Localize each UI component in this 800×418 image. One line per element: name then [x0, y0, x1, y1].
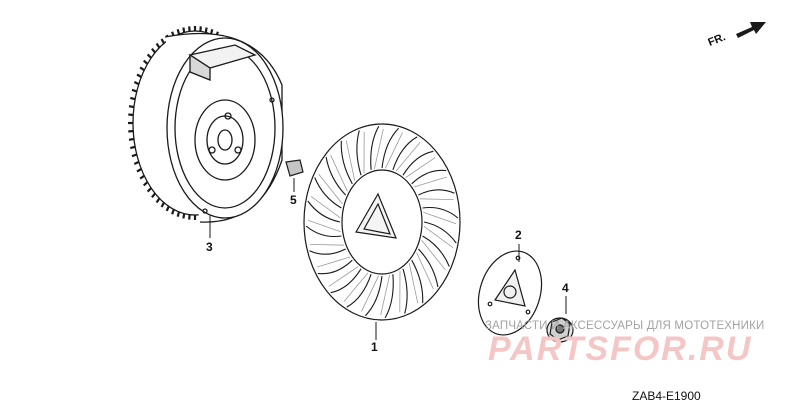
fan-blade-shade [395, 142, 421, 172]
gear-tooth [130, 96, 136, 101]
fan-blade-shade [317, 256, 351, 268]
fan-blade [422, 235, 450, 267]
fan-blade [411, 169, 447, 185]
fan-blade [418, 248, 439, 288]
gear-tooth [128, 105, 135, 109]
fan-blade-shade [310, 244, 345, 246]
gear-tooth [128, 113, 134, 117]
gear-tooth [176, 29, 181, 35]
fan-blade-shade [385, 132, 403, 169]
gear-tooth [146, 187, 152, 193]
gear-tooth [155, 197, 161, 204]
gear-tooth [139, 174, 145, 180]
fan-blade-shade [413, 176, 447, 188]
woodruff-key [285, 159, 304, 192]
gear-tooth [128, 137, 135, 141]
diagram-code: ZAB4-E1900 [632, 389, 701, 403]
fan-blade [340, 140, 353, 185]
gear-tooth [142, 181, 149, 187]
gear-tooth [131, 153, 138, 158]
flange-nut [546, 296, 574, 343]
fan-blade-shade [345, 140, 356, 181]
fan-blade [330, 268, 362, 294]
fan-blade-shade [361, 275, 379, 312]
starter-pulley [477, 244, 543, 336]
fan-blade [305, 225, 342, 238]
fan-blade-shade [318, 173, 343, 205]
fan-blade-shade [330, 154, 348, 192]
gear-tooth [131, 88, 138, 93]
callout-part-5: 5 [290, 193, 297, 207]
fan-blade [325, 156, 346, 196]
fan-blade-shade [416, 252, 434, 290]
fan-blade [423, 221, 457, 244]
gear-tooth [136, 168, 142, 173]
fan-blade [411, 259, 424, 304]
gear-tooth [182, 213, 186, 219]
fan-blade [346, 274, 372, 308]
flywheel [128, 26, 284, 238]
fan-blade [370, 125, 380, 170]
fan-blade [384, 274, 394, 319]
fan-blades [305, 125, 459, 319]
callout-part-4: 4 [562, 281, 569, 295]
fan-blade [309, 248, 346, 255]
gear-tooth [204, 27, 208, 33]
gear-tooth [155, 42, 161, 49]
fan-blade [314, 177, 342, 209]
gear-tooth [130, 145, 136, 150]
gear-tooth [151, 192, 156, 199]
fan-blade [381, 127, 399, 169]
fan-blade-shade [374, 128, 384, 169]
callout-part-1: 1 [371, 340, 378, 354]
gear-tooth [182, 27, 186, 33]
gear-tooth [142, 59, 149, 65]
gear-tooth [171, 209, 175, 215]
fan-blade-shade [380, 275, 390, 316]
fan-blade [317, 259, 353, 275]
fan-blade [402, 268, 408, 314]
gear-tooth [160, 202, 165, 208]
gear-tooth [209, 29, 214, 35]
fan-blade-shade [343, 272, 369, 302]
fan-blade-shade [421, 239, 446, 271]
fan-blade-shade [423, 225, 454, 249]
fan-blade [365, 275, 383, 317]
callout-part-2: 2 [515, 228, 522, 242]
fan-blade-shade [405, 157, 436, 178]
watermark-brand: PARTSFOR.RU [488, 330, 753, 368]
front-direction-arrow [736, 22, 766, 38]
watermark-caption: ЗАПЧАСТИ И АКСЕССУАРЫ ДЛЯ МОТОТЕХНИКИ [485, 320, 765, 332]
fan-blade-shade [328, 266, 359, 287]
gear-tooth [139, 66, 145, 72]
fan-blade [402, 150, 434, 176]
fan-blade-shade [310, 195, 341, 219]
gear-tooth [160, 38, 165, 44]
fan-blade [356, 130, 362, 176]
fan-blade-shade [307, 219, 341, 233]
callout-part-3: 3 [206, 240, 213, 254]
cooling-fan [303, 123, 461, 340]
fan-blade [422, 206, 459, 219]
gear-tooth [151, 47, 156, 54]
gear-tooth [128, 129, 134, 133]
gear-tooth [176, 211, 181, 217]
fan-blade-shade [423, 211, 457, 225]
gear-tooth [136, 73, 142, 78]
fan-blade-shade [419, 198, 454, 200]
gear-tooth [146, 53, 152, 59]
fan-blade [307, 200, 341, 223]
fan-blade-shade [408, 263, 419, 304]
gear-tooth [165, 205, 170, 212]
fan-blade [392, 136, 418, 170]
fan-blade [418, 189, 455, 196]
